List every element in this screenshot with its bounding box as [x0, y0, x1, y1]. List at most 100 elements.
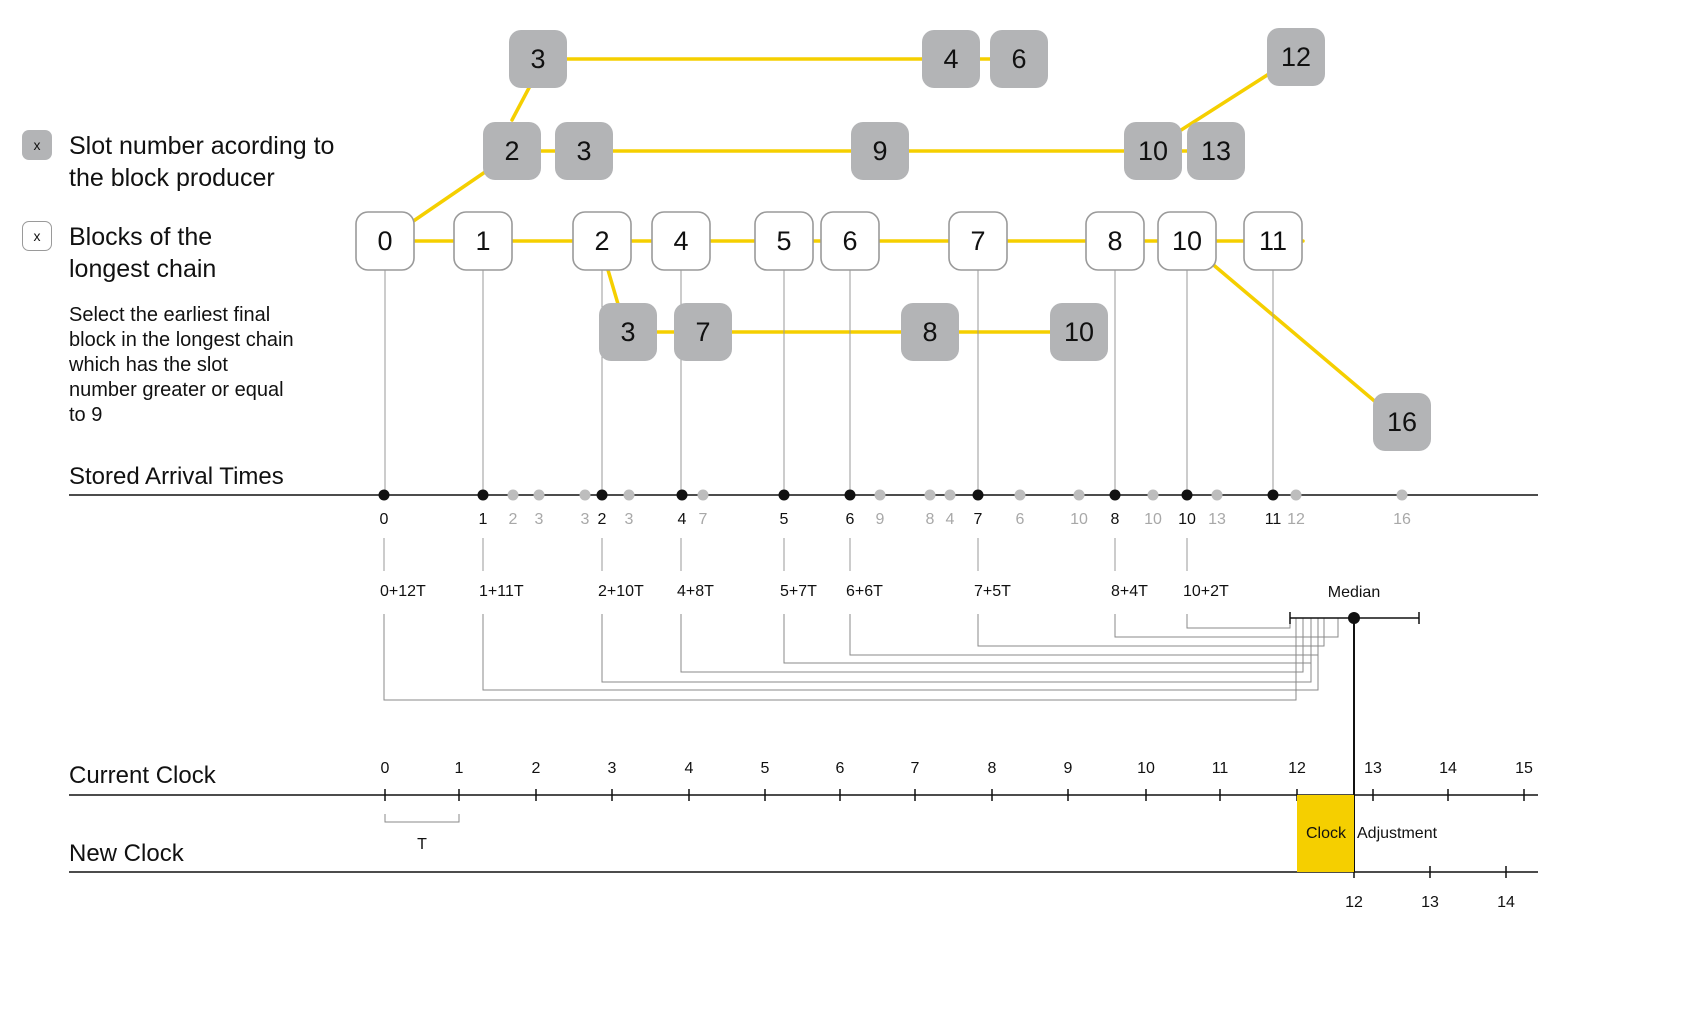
arrival-label: 3 [625, 511, 634, 528]
arrival-label: 8 [1111, 511, 1120, 528]
current-clock-tick-label: 11 [1212, 760, 1229, 777]
producer-block-label: 4 [943, 44, 958, 74]
producer-block [851, 122, 909, 180]
main-chain-block [651, 211, 711, 271]
arrival-label: 2 [598, 511, 607, 528]
period-label: T [417, 836, 427, 853]
arrival-drop-lines [384, 270, 1274, 495]
arrival-label: 3 [535, 511, 544, 528]
arrival-label: 10 [1178, 511, 1196, 528]
current-clock-tick-label: 6 [836, 760, 845, 777]
new-clock-tick-label: 13 [1421, 894, 1439, 911]
other-arrival-dot [1290, 489, 1302, 501]
producer-block [509, 30, 567, 88]
legend-producer-swatch: x [22, 130, 52, 160]
producer-block [1124, 122, 1182, 180]
arrival-label: 2 [509, 511, 518, 528]
main-chain-block-label: 10 [1172, 226, 1202, 256]
arrival-label: 13 [1208, 511, 1226, 528]
other-arrival-dot [623, 489, 635, 501]
main-chain-block [820, 211, 880, 271]
current-clock-tick-label: 4 [685, 760, 694, 777]
median-marker: Median [1289, 584, 1420, 872]
main-chain-block-label: 4 [673, 226, 688, 256]
arrival-label: 0 [380, 511, 389, 528]
main-chain-block [355, 211, 415, 271]
stored-arrival-times-label: Stored Arrival Times [69, 463, 284, 490]
estimate-connector [977, 614, 1325, 647]
estimate-connector [680, 614, 1304, 673]
other-arrival-dot [1147, 489, 1159, 501]
arrival-estimate: 5+7T [780, 583, 817, 600]
producer-block [1267, 28, 1325, 86]
producer-block-label: 7 [695, 317, 710, 347]
current-clock-tick-label: 13 [1364, 760, 1382, 777]
median-connectors [383, 538, 1339, 701]
current-clock-label: Current Clock [69, 762, 216, 789]
chain-links [383, 57, 1380, 406]
arrival-label: 9 [876, 511, 885, 528]
other-arrival-dot [1073, 489, 1085, 501]
producer-block-label: 6 [1011, 44, 1026, 74]
main-arrival-dot [778, 489, 790, 501]
arrival-label: 4 [678, 511, 687, 528]
producer-block [674, 303, 732, 361]
main-chain-block-label: 11 [1259, 226, 1287, 256]
arrival-label: 11 [1265, 511, 1282, 528]
producer-block [922, 30, 980, 88]
main-chain-block-label: 5 [776, 226, 791, 256]
main-arrival-dot [1109, 489, 1121, 501]
producer-block-label: 10 [1138, 136, 1168, 166]
main-chain-block-label: 7 [970, 226, 985, 256]
legend-chain-title: Blocks of the longest chain [69, 223, 217, 283]
producer-block [990, 30, 1048, 88]
current-clock-tick-label: 9 [1064, 760, 1073, 777]
median-label: Median [1328, 584, 1380, 601]
arrival-label: 3 [581, 511, 590, 528]
period-bracket [384, 814, 460, 823]
main-chain-block-label: 2 [594, 226, 609, 256]
estimate-connector [783, 614, 1312, 664]
main-chain-block [948, 211, 1008, 271]
legend-producer-title: Slot number acording to the block produc… [69, 132, 335, 192]
current-clock-tick-label: 15 [1515, 760, 1533, 777]
fork-a-to-fork-b-link [510, 84, 532, 122]
arrival-estimate: 4+8T [677, 583, 714, 600]
arrival-estimate: 10+2T [1183, 583, 1229, 600]
main-arrival-dot [844, 489, 856, 501]
new-clock-label: New Clock [69, 840, 184, 867]
main-chain-block [1157, 211, 1217, 271]
other-arrival-dot [924, 489, 936, 501]
arrival-estimate: 1+11T [479, 583, 524, 600]
genesis-to-fork-a-link [410, 168, 490, 224]
legend-description: Select the earliest final block in the l… [69, 304, 294, 426]
producer-block [555, 122, 613, 180]
other-arrival-dot [1396, 489, 1408, 501]
producer-block [1187, 122, 1245, 180]
estimate-connector [1186, 614, 1291, 629]
main-chain-block [572, 211, 632, 271]
arrival-estimate: 6+6T [846, 583, 883, 600]
producer-block-label: 3 [530, 44, 545, 74]
main-chain-block [453, 211, 513, 271]
arrival-label: 10 [1144, 511, 1162, 528]
arrival-label: 7 [699, 511, 708, 528]
other-arrival-dot [507, 489, 519, 501]
producer-block-label: 16 [1387, 407, 1417, 437]
estimate-connector [482, 614, 1319, 691]
arrival-label: 5 [780, 511, 789, 528]
arrival-label: 12 [1287, 511, 1305, 528]
current-clock-tick-label: 10 [1137, 760, 1155, 777]
main-arrival-dot [1181, 489, 1193, 501]
arrival-label: 1 [479, 511, 488, 528]
producer-block-label: 3 [576, 136, 591, 166]
other-arrival-dot [1211, 489, 1223, 501]
arrival-label: 16 [1393, 511, 1411, 528]
producer-block-label: 10 [1064, 317, 1094, 347]
main-arrival-dot [1267, 489, 1279, 501]
